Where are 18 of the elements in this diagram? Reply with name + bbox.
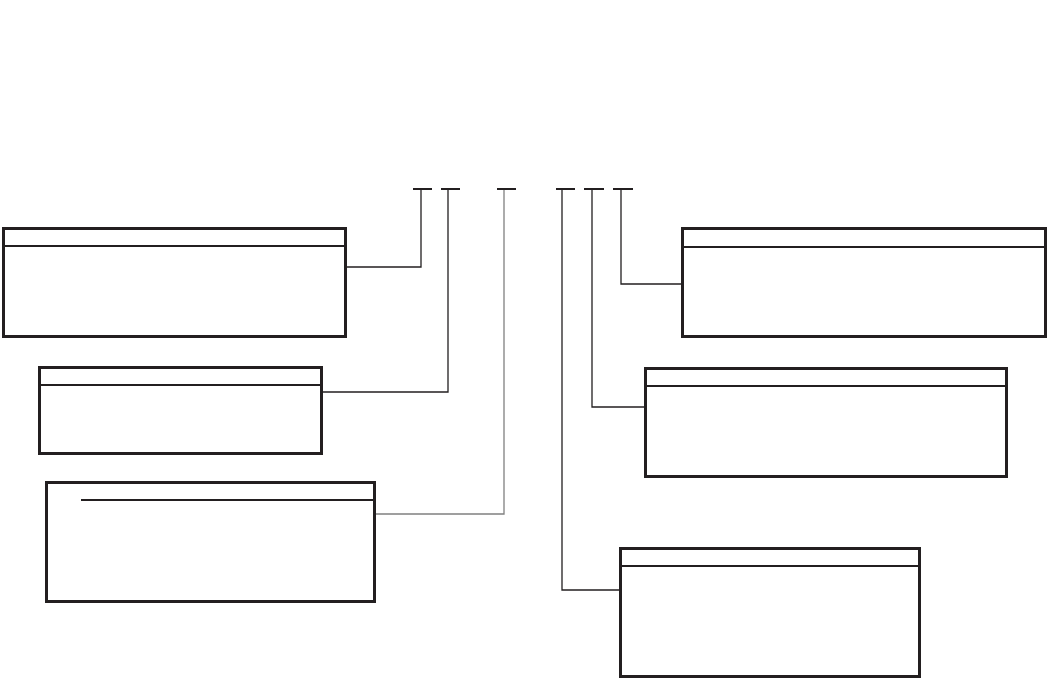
leader-line [620, 189, 682, 285]
fill-in-line [497, 188, 516, 190]
empty-box [45, 481, 376, 603]
fill-in-line [441, 188, 460, 190]
leader-line [322, 189, 449, 393]
leader-line [346, 189, 422, 268]
fill-in-line [413, 188, 432, 190]
fill-in-line [613, 188, 633, 190]
fill-in-line [556, 188, 575, 190]
empty-box [681, 227, 1047, 338]
empty-box [2, 227, 347, 338]
fill-in-line [584, 188, 604, 190]
leader-line [591, 189, 645, 408]
leader-line [561, 189, 620, 591]
empty-box [644, 367, 1008, 478]
empty-box [619, 547, 921, 678]
empty-box [38, 366, 323, 455]
leader-line [375, 189, 505, 515]
